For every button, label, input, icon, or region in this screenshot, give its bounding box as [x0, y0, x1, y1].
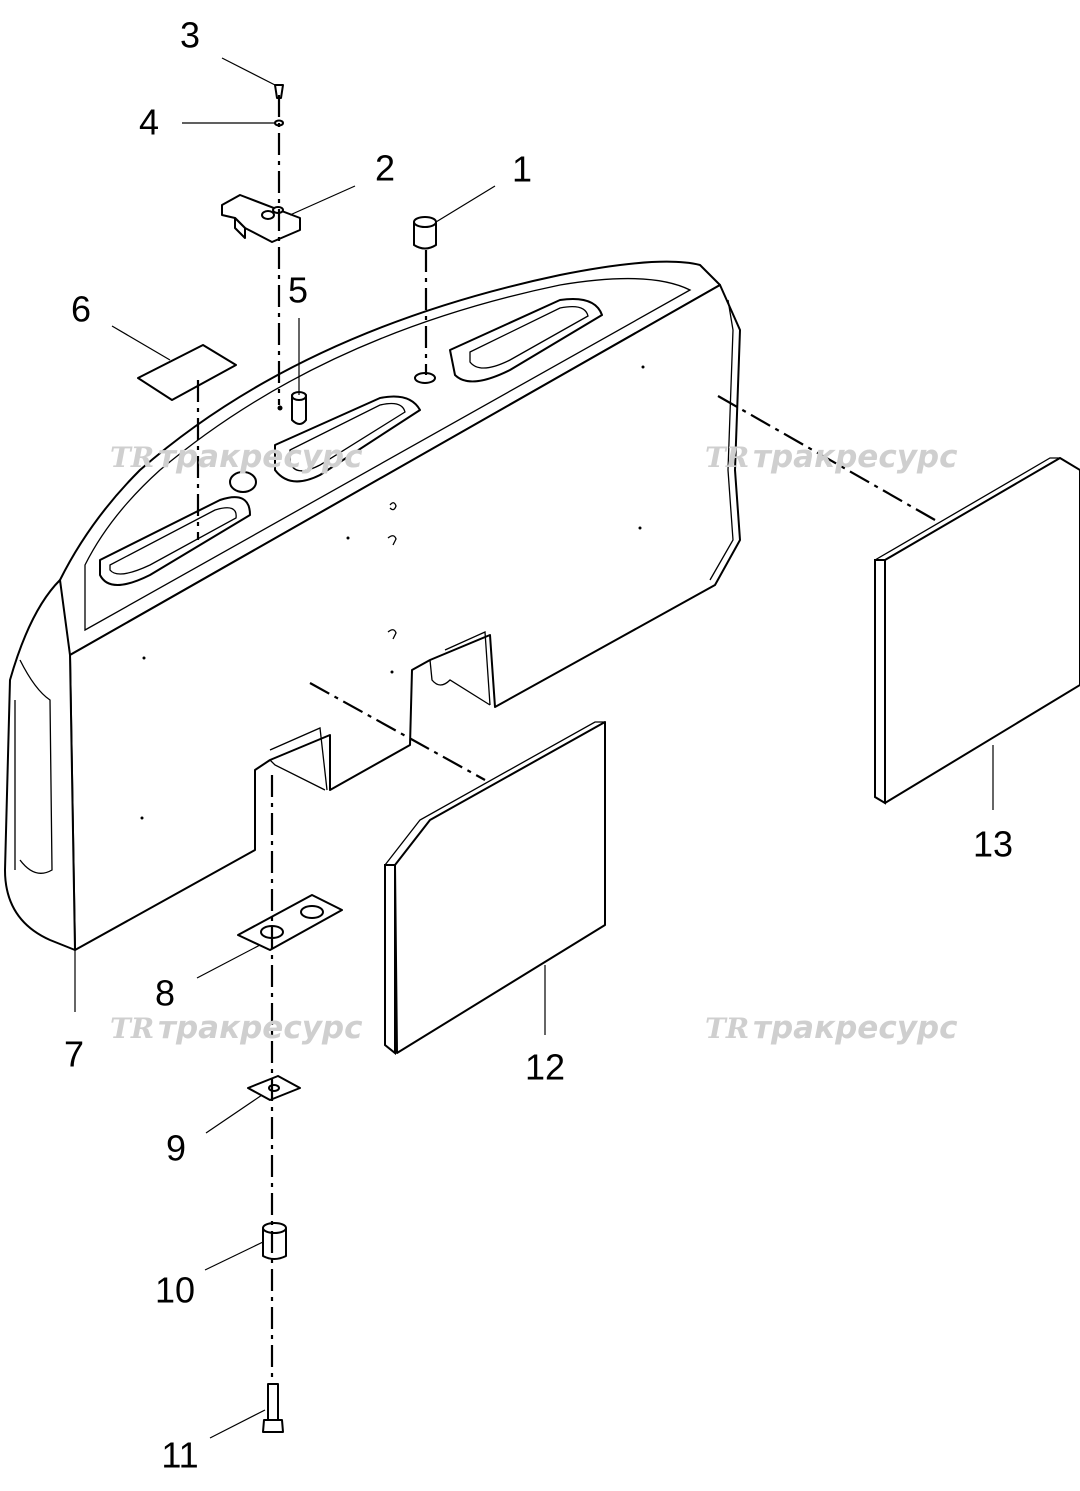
- callout-6: 6: [71, 289, 91, 330]
- watermark-logo: TR: [110, 441, 154, 474]
- callout-5: 5: [288, 270, 308, 311]
- watermark-bottom-left: TR тракресурс: [110, 1010, 363, 1046]
- bracket-part-2: [221, 194, 301, 243]
- plug-part-1: [413, 216, 437, 250]
- side-plate-part-13: [874, 457, 1080, 805]
- watermark-top-left: TR тракресурс: [110, 439, 363, 475]
- watermark-text: тракресурс: [753, 1010, 958, 1046]
- callout-8: 8: [155, 973, 175, 1014]
- watermark-bottom-right: TR тракресурс: [705, 1010, 958, 1046]
- spacer-part-10: [262, 1222, 287, 1260]
- washer-plate-part-9: [247, 1075, 301, 1101]
- watermark-top-right: TR тракресурс: [705, 439, 958, 475]
- plate-part-8: [237, 894, 343, 951]
- callout-10: 10: [155, 1270, 195, 1311]
- callout-7: 7: [64, 1034, 84, 1075]
- callout-11: 11: [161, 1435, 198, 1476]
- callout-13: 13: [973, 824, 1013, 865]
- counterweight-body: [4, 260, 741, 951]
- bolt-part-3: [274, 84, 284, 99]
- callout-1: 1: [512, 149, 532, 190]
- watermark-text: тракресурс: [158, 1010, 363, 1046]
- plate-part-6: [137, 344, 237, 401]
- watermark-logo: TR: [705, 1012, 749, 1045]
- watermark-logo: TR: [110, 1012, 154, 1045]
- watermark-logo: TR: [705, 441, 749, 474]
- callout-3: 3: [180, 15, 200, 56]
- watermark-text: тракресурс: [158, 439, 363, 475]
- callout-12: 12: [525, 1047, 565, 1088]
- leader-lines: [74, 57, 994, 1439]
- callout-4: 4: [139, 102, 159, 143]
- watermark-text: тракресурс: [753, 439, 958, 475]
- bolt-part-11: [262, 1383, 284, 1433]
- side-plate-part-12: [384, 721, 606, 1056]
- callout-labels: 3 4 2 1 5 6 13 8 7 12 9 10 11: [64, 15, 1013, 1476]
- callout-2: 2: [375, 148, 395, 189]
- callout-9: 9: [166, 1128, 186, 1169]
- assembly-centerlines: [196, 95, 936, 1385]
